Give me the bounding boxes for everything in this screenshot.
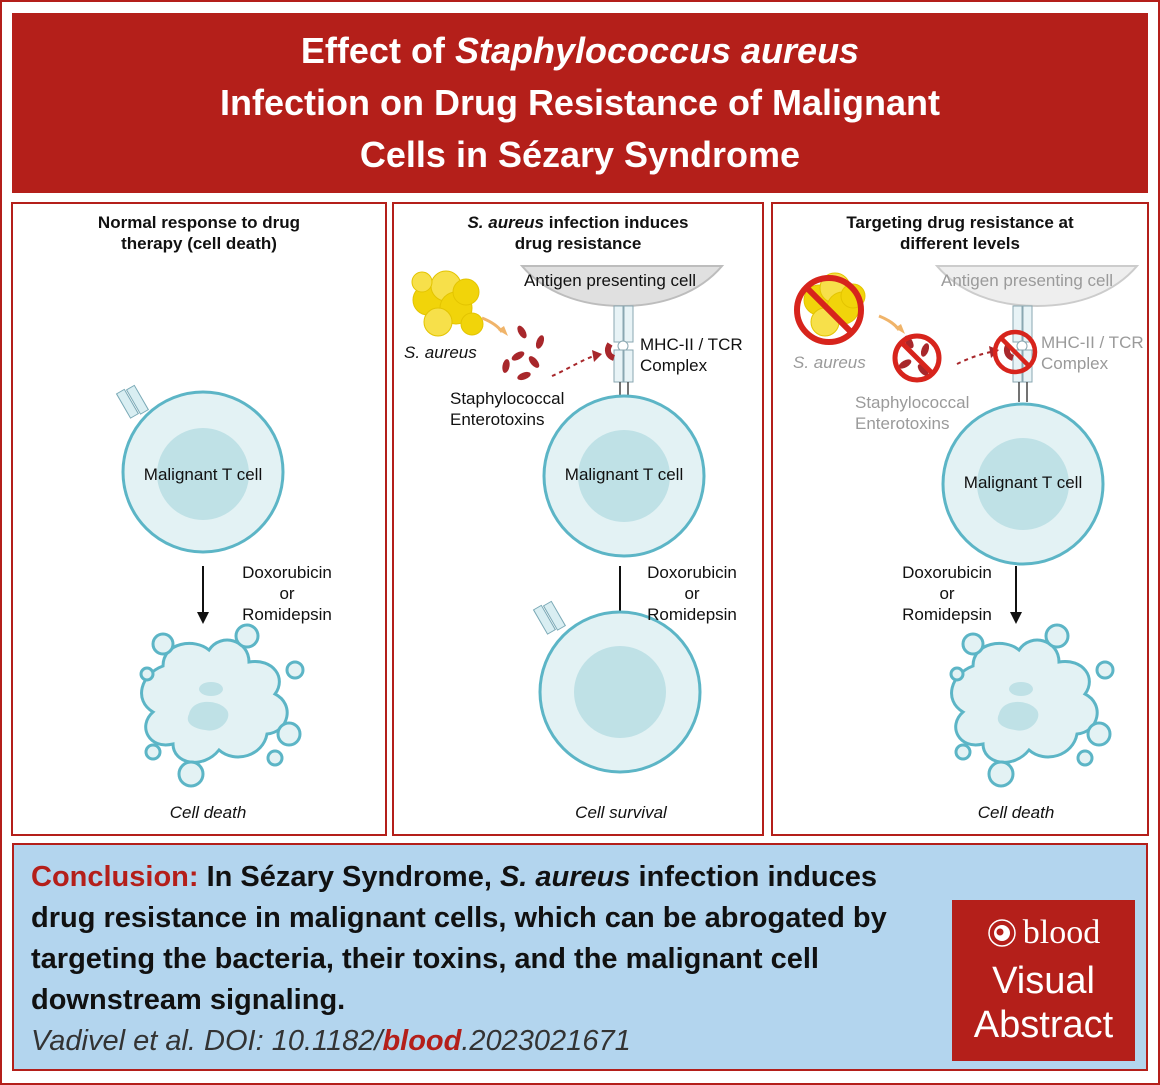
badge-brand: blood [1022,914,1101,951]
outcome-label: Cell death [977,803,1055,822]
panel-illustration [115,384,305,788]
drug-label: Doxorubicin or Romidepsin [242,563,332,624]
cell-label: Malignant T cell [963,473,1083,492]
drug-label: Doxorubicin or Romidepsin [902,563,992,624]
citation: Vadivel et al. DOI: 10.1182/blood.202302… [31,1025,631,1057]
panel-illustration [411,265,725,774]
curved-arrow-icon [878,314,905,334]
badge-visual: Visual [992,960,1095,1002]
conclusion-label: Conclusion: [31,861,199,893]
s-aureus-label: S. aureus [404,343,477,362]
s-aureus-label: S. aureus [793,353,866,372]
conclusion-box: Conclusion: In Sézary Syndrome, S. aureu… [12,843,1148,1071]
panel-illustration [794,265,1140,788]
blood-visual-abstract-badge: blood Visual Abstract [952,900,1135,1061]
panel-infection-resistance: S. aureus infection induces drug resista… [392,202,764,836]
malignant-t-cell-icon [542,394,706,558]
surviving-cell-icon [538,610,702,774]
dashed-arrow-icon [551,350,602,377]
down-arrow-icon [197,566,209,624]
complex-label: MHC-II / TCR Complex [1041,333,1144,373]
toxin-label: Staphylococcal Enterotoxins [855,393,970,433]
blood-seal-icon [988,919,1016,947]
outcome-label: Cell death [169,803,247,822]
badge-abstract: Abstract [973,1004,1114,1046]
cell-label: Malignant T cell [564,465,684,484]
title-line-2: Infection on Drug Resistance of Malignan… [219,82,941,123]
malignant-t-cell-icon [941,402,1105,566]
prohibited-icon [992,329,1038,375]
staphylococcal-enterotoxin-icon [898,335,930,376]
apc-label: Antigen presenting cell [941,271,1114,290]
cell-label: Malignant T cell [143,465,263,484]
panel-title: S. aureus infection induces drug resista… [467,213,689,253]
panel-title: Targeting drug resistance at different l… [846,213,1074,253]
panel-title: Normal response to drug therapy (cell de… [97,213,301,253]
dead-cell-icon [139,623,305,788]
down-arrow-icon [1010,566,1022,624]
panel-targeting-resistance: Targeting drug resistance at different l… [771,202,1149,836]
dashed-arrow-icon [956,346,999,365]
apc-label: Antigen presenting cell [524,271,697,290]
outcome-label: Cell survival [575,803,667,822]
toxin-label: Staphylococcal Enterotoxins [450,389,565,429]
conclusion-text: Conclusion: In Sézary Syndrome, S. aureu… [31,861,887,1016]
malignant-t-cell-icon [121,390,285,554]
s-aureus-bacteria-icon [411,270,484,337]
prohibited-icon [892,333,942,383]
panel-normal-response: Normal response to drug therapy (cell de… [11,202,387,836]
title-line-1: Effect of Staphylococcus aureus [300,30,860,71]
dead-cell-icon [949,623,1115,788]
title-banner: Effect of Staphylococcus aureus Infectio… [12,13,1148,193]
antigen-presenting-cell-icon [934,265,1140,308]
mhc-tcr-complex-icon [604,305,634,400]
drug-label: Doxorubicin or Romidepsin [647,563,737,624]
prohibited-icon [794,275,864,345]
staphylococcal-enterotoxin-icon [502,325,545,381]
title-line-3: Cells in Sézary Syndrome [359,134,801,175]
curved-arrow-icon [481,316,508,336]
complex-label: MHC-II / TCR Complex [640,335,743,375]
